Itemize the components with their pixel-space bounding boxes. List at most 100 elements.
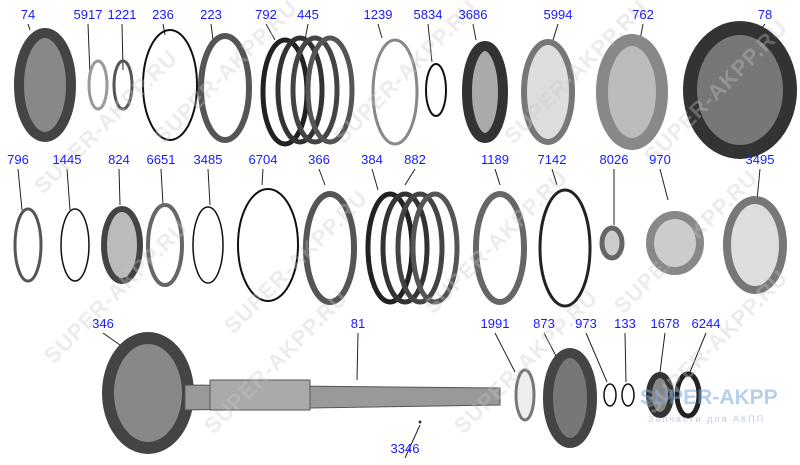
friction-plate	[380, 191, 430, 305]
part-number-label: 5834	[413, 7, 443, 22]
leader-line	[494, 332, 516, 373]
part-number-label: 1189	[481, 152, 509, 167]
sun-gear	[646, 211, 704, 275]
steel-plate	[473, 191, 527, 305]
part-number-label: 3686	[458, 7, 488, 22]
leader-line	[102, 332, 121, 346]
part-number-label: 1221	[107, 7, 137, 22]
leader-line	[585, 332, 608, 383]
seal	[646, 372, 674, 418]
ring-gear	[14, 28, 76, 142]
leader-line	[162, 23, 166, 36]
part-number-label: 882	[404, 152, 426, 167]
part-number-label: 78	[757, 7, 773, 22]
bearing	[13, 207, 43, 283]
part-number-label: 762	[632, 7, 654, 22]
snap-ring	[425, 63, 447, 117]
part-number-label: 792	[255, 7, 277, 22]
oil-seal	[674, 371, 702, 419]
needle-bearing	[521, 39, 575, 145]
logo: SUPER-AKPP	[640, 386, 778, 409]
leader-line	[551, 168, 558, 186]
steel-ring	[371, 38, 419, 146]
snap-ring	[192, 206, 224, 284]
leader-line	[17, 168, 23, 211]
leader-line	[472, 23, 477, 41]
snap-ring	[621, 383, 635, 407]
friction-plate	[395, 191, 445, 305]
part-number-label: 5994	[543, 7, 573, 22]
snap-ring	[538, 188, 592, 308]
part-number-label: 970	[649, 152, 671, 167]
leader-line	[261, 168, 264, 186]
leader-line	[66, 168, 71, 211]
thrust-washer	[87, 59, 109, 111]
leader-line	[624, 332, 627, 383]
snap-ring	[60, 208, 90, 282]
part-number-label: 8026	[599, 152, 629, 167]
part-number-label: 346	[92, 316, 114, 331]
part-number-label: 5917	[73, 7, 103, 22]
snap-ring	[237, 188, 299, 302]
leader-line	[427, 23, 433, 63]
part-number-label: 236	[152, 7, 174, 22]
part-number-label: 3346	[390, 441, 420, 456]
piston	[462, 41, 508, 143]
leader-line	[659, 332, 666, 373]
drum	[596, 34, 668, 150]
part-number-label: 81	[350, 316, 366, 331]
leader-line	[87, 23, 91, 76]
logo-tagline: Запчасти для АКПП	[648, 414, 766, 424]
planetary-gear	[543, 348, 597, 448]
leader-line	[356, 332, 359, 381]
leader-line	[659, 168, 669, 201]
part-number-label: 1445	[52, 152, 82, 167]
clutch-hub	[683, 21, 797, 159]
friction-plate	[290, 35, 340, 145]
part-number-label: 74	[20, 7, 36, 22]
part-number-label: 1678	[650, 316, 680, 331]
part-number-label: 824	[108, 152, 130, 167]
washer	[146, 203, 184, 287]
part-number-label: 1991	[480, 316, 510, 331]
carrier	[102, 332, 194, 454]
leader-line	[552, 23, 559, 41]
part-number-label: 7142	[537, 152, 567, 167]
part-number-label: 796	[7, 152, 29, 167]
leader-line	[121, 23, 124, 71]
leader-line	[207, 168, 211, 206]
part-number-label: 1239	[363, 7, 393, 22]
part-number-label: 6704	[248, 152, 278, 167]
leader-line	[265, 23, 276, 41]
leader-line	[210, 23, 214, 41]
part-number-label: 223	[200, 7, 222, 22]
leader-line	[371, 168, 379, 191]
part-number-label: 6244	[691, 316, 721, 331]
part-number-label: 973	[575, 316, 597, 331]
leader-line	[494, 168, 501, 186]
leader-line	[318, 168, 326, 186]
part-number-label: 366	[308, 152, 330, 167]
leader-line	[543, 332, 558, 359]
spring-retainer	[723, 196, 787, 294]
leader-line	[160, 168, 164, 206]
leader-line	[27, 23, 31, 31]
part-number-label: 6651	[146, 152, 176, 167]
snap-ring	[142, 29, 198, 141]
leader-line	[404, 168, 416, 186]
leader-line	[377, 23, 383, 39]
thrust-washer	[514, 368, 536, 422]
friction-plate	[275, 35, 325, 145]
leader-line	[689, 332, 707, 373]
leader-line	[756, 168, 761, 201]
roller-bearing	[101, 206, 143, 284]
leader-line	[404, 424, 421, 459]
part-number-label: 445	[297, 7, 319, 22]
part-number-label: 133	[614, 316, 636, 331]
thrust-washer	[112, 59, 134, 111]
friction-plate	[305, 35, 355, 145]
shaft-plug	[418, 420, 422, 424]
part-number-label: 873	[533, 316, 555, 331]
part-number-label: 3495	[745, 152, 775, 167]
